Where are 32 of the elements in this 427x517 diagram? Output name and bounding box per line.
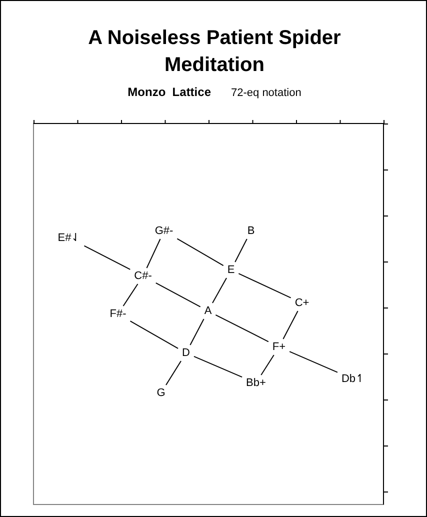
- lattice-line: [130, 320, 179, 349]
- lattice-line: [122, 284, 138, 306]
- pitch-label: F#-: [108, 308, 128, 320]
- title: A Noiseless Patient Spider Meditation: [87, 26, 342, 78]
- lattice-line: [289, 351, 338, 373]
- lattice-line: [193, 356, 243, 378]
- lattice-line: [166, 360, 182, 386]
- pitch-label: F+: [271, 341, 287, 353]
- lattice-line: [238, 273, 292, 298]
- pitch-label: G: [156, 387, 166, 399]
- subtitle: Monzo Lattice: [128, 85, 211, 99]
- lattice-line: [282, 310, 298, 340]
- lattice-line: [146, 238, 161, 268]
- lattice-line: [155, 282, 201, 308]
- pitch-label: Db↿: [340, 373, 366, 385]
- pitch-label: E: [226, 264, 236, 276]
- pitch-label: A: [203, 305, 213, 317]
- pitch-label: E#⇃: [56, 232, 82, 244]
- lattice-line: [176, 238, 224, 266]
- pitch-label: B: [246, 225, 256, 237]
- pitch-label: D: [181, 347, 191, 359]
- lattice-line: [212, 278, 227, 304]
- lattice-line: [84, 245, 131, 270]
- lattice-line: [234, 238, 248, 262]
- pitch-label: C+: [294, 297, 310, 309]
- lattice-line: [190, 318, 204, 346]
- notation-note: 72-eq notation: [231, 87, 302, 99]
- pitch-label: C#-: [133, 270, 153, 282]
- lattice-line: [260, 354, 274, 376]
- pitch-label: Bb+: [245, 377, 267, 389]
- lattice-line: [215, 314, 269, 342]
- pitch-label: G#-: [154, 225, 174, 237]
